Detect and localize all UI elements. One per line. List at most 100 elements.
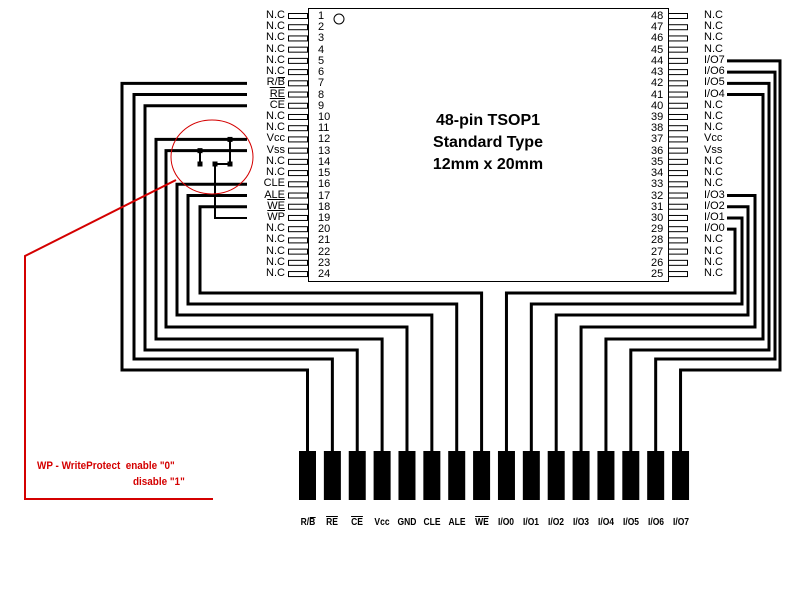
wire-pin-32 [579, 194, 757, 451]
pin-number-6: 6 [318, 66, 325, 79]
wire-pin-44 [679, 59, 782, 451]
pin1-marker [333, 13, 345, 25]
pin-label-4: N.C [245, 42, 285, 55]
pin-stub-10 [288, 113, 308, 120]
pin-label-38-text: N.C [704, 121, 723, 134]
pin-stub-8 [288, 91, 308, 98]
pin-label-29: I/O0 [704, 223, 725, 234]
pin-label-26: N.C [704, 255, 723, 268]
pin-label-39: N.C [704, 110, 723, 122]
pin-stub-34 [668, 170, 688, 177]
pin-stub-40 [668, 102, 688, 109]
pin-label-17: ALE [245, 189, 285, 201]
pin-label-26-text: N.C [704, 255, 723, 268]
pin-number-39: 39 [651, 110, 664, 123]
pin-label-4-text: N.C [266, 42, 285, 55]
wire-pin-16 [175, 182, 434, 451]
pin-stub-41 [668, 91, 688, 98]
pin-label-3-text: N.C [266, 31, 285, 44]
pin-number-47: 47 [651, 21, 664, 34]
pin-label-31-text: I/O2 [704, 199, 725, 212]
pin-label-18: WE [245, 200, 285, 212]
pin-label-32: I/O3 [704, 189, 725, 201]
connector-label-6: CLE [421, 517, 443, 528]
pin-stub-45 [668, 46, 688, 53]
connector-label-9: I/O0 [495, 517, 517, 528]
pin-label-1-text: N.C [266, 9, 285, 21]
connector-pad-1 [299, 451, 316, 500]
pin-label-31: I/O2 [704, 199, 725, 212]
pin-label-13-text: Vss [266, 143, 285, 156]
wire-pin-13 [164, 149, 409, 451]
pin-label-7-text: R/B [266, 76, 286, 89]
pin-label-33-text: N.C [704, 177, 723, 190]
pin-stub-23 [288, 259, 308, 266]
connector-pad-10 [522, 451, 540, 500]
pin-stub-29 [668, 226, 688, 233]
connector-label-5-text: GND [397, 517, 417, 528]
pin-number-9: 9 [318, 99, 325, 112]
connector-pad-9 [497, 451, 515, 500]
connector-label-2-text: RE [326, 517, 339, 528]
pin-number-34: 34 [651, 167, 664, 180]
pin-label-28: N.C [704, 234, 723, 245]
pin-label-40-text: N.C [704, 98, 723, 111]
connector-pad-5 [398, 451, 416, 500]
pin-number-5: 5 [318, 54, 325, 67]
pin-number-32: 32 [651, 189, 664, 202]
pin-number-15: 15 [318, 167, 331, 180]
pin-label-14: N.C [245, 155, 285, 167]
pin-label-48: N.C [704, 10, 723, 21]
jumper-dot-1 [227, 161, 233, 167]
pin-number-14: 14 [318, 155, 331, 168]
pin-label-36: Vss [704, 144, 722, 156]
pin-label-11: N.C [245, 122, 285, 133]
pin-number-25: 25 [651, 268, 664, 281]
pin-stub-3 [288, 35, 308, 42]
pin-stub-21 [288, 237, 308, 244]
pin-label-44-text: I/O7 [704, 53, 725, 66]
wire-pin-31 [554, 205, 750, 451]
wire-pin-12 [154, 137, 384, 451]
jumper-dot-2 [212, 161, 218, 167]
pin-label-44: I/O7 [704, 53, 725, 66]
connector-label-1-text: R/B [300, 517, 316, 528]
pin-label-35: N.C [704, 154, 723, 167]
pin-number-13: 13 [318, 144, 331, 157]
pin-label-13: Vss [245, 143, 285, 156]
pin-label-7: R/B [245, 76, 286, 89]
connector-label-6-text: CLE [423, 517, 441, 528]
pin-number-3: 3 [318, 32, 325, 45]
pin-label-45: N.C [704, 43, 723, 55]
pin-label-47-text: N.C [704, 20, 723, 33]
pin-label-23: N.C [245, 256, 285, 268]
wp-note-line-2: disable "1" [133, 476, 185, 488]
pin-label-2-text: N.C [266, 20, 285, 33]
pin-stub-31 [668, 203, 688, 210]
pin-number-7: 7 [318, 77, 325, 90]
pin-label-25: N.C [704, 268, 723, 279]
connector-pad-8 [473, 451, 491, 500]
wp-highlight-circle [170, 119, 254, 195]
pin-label-5-text: N.C [266, 53, 285, 66]
pin-number-27: 27 [651, 245, 664, 258]
connector-label-14: I/O5 [620, 517, 642, 528]
pin-number-48: 48 [651, 10, 664, 22]
pin-number-30: 30 [651, 211, 664, 224]
wire-pin-42 [629, 81, 771, 451]
pin-label-35-text: N.C [704, 154, 723, 167]
connector-label-10: I/O1 [520, 517, 542, 528]
connector-label-16-text: I/O7 [672, 517, 689, 528]
pin-number-44: 44 [651, 54, 664, 67]
connector-pad-16 [672, 451, 690, 500]
pin-label-1: N.C [245, 10, 285, 21]
pin-number-33: 33 [651, 178, 664, 191]
pin-label-46-text: N.C [704, 31, 723, 44]
pin-label-30-text: I/O1 [704, 210, 725, 223]
connector-label-4: Vcc [371, 517, 393, 528]
pin-stub-43 [668, 69, 688, 76]
pin-number-38: 38 [651, 122, 664, 135]
pin-stub-15 [288, 170, 308, 177]
connector-pad-15 [647, 451, 665, 500]
